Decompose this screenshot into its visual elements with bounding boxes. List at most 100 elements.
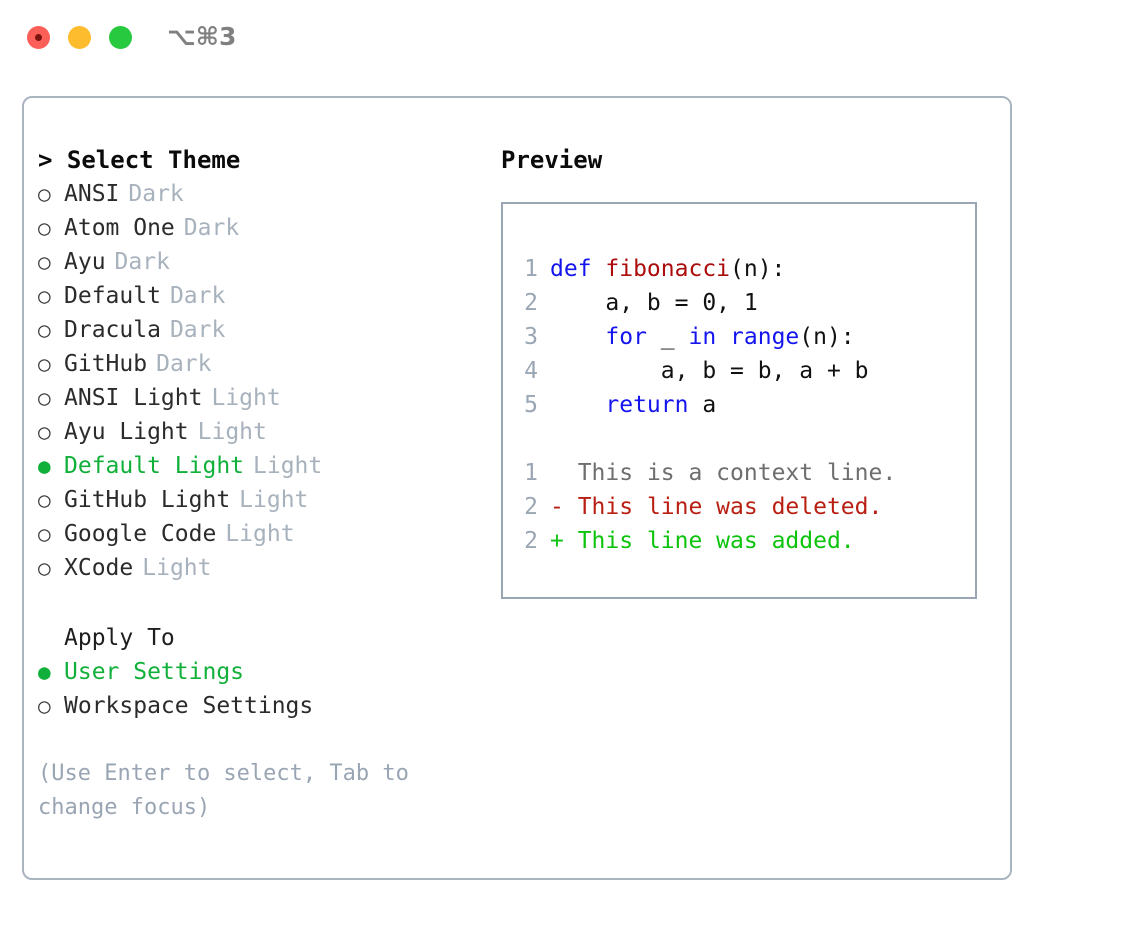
theme-name: Ayu <box>64 249 106 275</box>
line-number: 2 <box>524 290 538 316</box>
line-number: 1 <box>524 256 538 282</box>
code-token <box>550 392 605 418</box>
theme-name: Default Light <box>64 453 245 479</box>
code-token <box>550 324 605 350</box>
radio-unselected-icon[interactable]: ○ <box>38 250 51 274</box>
code-diff-spacer <box>522 422 896 456</box>
radio-unselected-icon[interactable]: ○ <box>38 182 51 206</box>
code-line: 3 for _ in range(n): <box>522 320 896 354</box>
code-line: 5 return a <box>522 388 896 422</box>
theme-name: ANSI Light <box>64 385 203 411</box>
theme-variant-badge: Light <box>197 419 267 445</box>
code-token: (n): <box>799 324 855 350</box>
radio-unselected-icon[interactable]: ○ <box>38 522 51 546</box>
theme-variant-badge: Light <box>253 453 323 479</box>
code-line: 1 def fibonacci(n): <box>522 252 896 286</box>
radio-unselected-icon[interactable]: ○ <box>38 694 51 718</box>
code-token: _ <box>646 324 689 350</box>
theme-list-item[interactable]: ○ GitHub Dark <box>38 347 488 381</box>
preview-header: Preview <box>501 146 603 174</box>
code-token: def <box>550 256 606 282</box>
theme-name: ANSI <box>64 181 120 207</box>
code-token: fibonacci <box>605 256 731 282</box>
code-line: 2 a, b = 0, 1 <box>522 286 896 320</box>
diff-line: 2+ This line was added. <box>522 524 896 558</box>
diff-marker: - <box>550 494 578 520</box>
theme-variant-badge: Dark <box>128 181 184 207</box>
maximize-window-button[interactable] <box>109 26 132 49</box>
theme-list-item[interactable]: ○ Dracula Dark <box>38 313 488 347</box>
radio-unselected-icon[interactable]: ○ <box>38 386 51 410</box>
keyboard-shortcut-label: ⌥⌘3 <box>167 22 237 51</box>
theme-list-item[interactable]: ○ GitHub Light Light <box>38 483 488 517</box>
code-token: a <box>688 392 717 418</box>
radio-unselected-icon[interactable]: ○ <box>38 420 51 444</box>
keyboard-hint-text: (Use Enter to select, Tab to change focu… <box>38 761 409 820</box>
diff-text: This is a context line. <box>577 460 897 486</box>
apply-to-label: User Settings <box>64 659 245 685</box>
theme-list-item[interactable]: ○ Ayu Light Light <box>38 415 488 449</box>
radio-unselected-icon[interactable]: ○ <box>38 352 51 376</box>
apply-to-item[interactable]: ● User Settings <box>38 655 488 689</box>
title-bar: ⌥⌘3 <box>0 0 1140 78</box>
radio-selected-icon[interactable]: ● <box>38 660 51 684</box>
radio-unselected-icon[interactable]: ○ <box>38 216 51 240</box>
theme-name: Ayu Light <box>64 419 189 445</box>
line-number: 5 <box>524 392 538 418</box>
theme-list-item[interactable]: ○ ANSI Dark <box>38 177 488 211</box>
window-controls <box>27 26 132 49</box>
close-window-button[interactable] <box>27 26 50 49</box>
code-token: a, b = 0, 1 <box>550 290 758 316</box>
code-token: for <box>605 324 647 350</box>
code-token: in range <box>688 324 800 350</box>
theme-list-item[interactable]: ○ ANSI Light Light <box>38 381 488 415</box>
diff-marker <box>550 460 578 486</box>
theme-variant-badge: Dark <box>169 317 226 343</box>
minimize-window-button[interactable] <box>68 26 91 49</box>
theme-variant-badge: Dark <box>156 351 212 377</box>
theme-list-item[interactable]: ○ Ayu Dark <box>38 245 488 279</box>
theme-name: GitHub Light <box>64 487 231 513</box>
diff-text: This line was deleted. <box>577 494 883 520</box>
theme-variant-badge: Light <box>239 487 309 513</box>
radio-unselected-icon[interactable]: ○ <box>38 488 51 512</box>
radio-unselected-icon[interactable]: ○ <box>38 318 51 342</box>
theme-variant-badge: Light <box>142 555 212 581</box>
theme-variant-badge: Dark <box>169 283 226 309</box>
select-theme-header: > Select Theme <box>38 146 241 174</box>
line-number: 1 <box>524 460 538 486</box>
section-spacer <box>38 585 488 621</box>
theme-name: GitHub <box>64 351 148 377</box>
theme-name: Default <box>64 283 161 309</box>
code-token: (n): <box>730 256 786 282</box>
theme-variant-badge: Dark <box>114 249 170 275</box>
theme-variant-badge: Light <box>225 521 295 547</box>
radio-unselected-icon[interactable]: ○ <box>38 284 51 308</box>
diff-line: 2- This line was deleted. <box>522 490 896 524</box>
radio-unselected-icon[interactable]: ○ <box>38 556 51 580</box>
line-number: 2 <box>524 494 538 520</box>
theme-variant-badge: Light <box>211 385 281 411</box>
theme-name: Dracula <box>64 317 161 343</box>
apply-to-item[interactable]: ○ Workspace Settings <box>38 689 488 723</box>
theme-name: Atom One <box>64 215 175 241</box>
apply-to-label: Workspace Settings <box>64 693 314 719</box>
apply-to-list: ● User Settings ○ Workspace Settings <box>38 655 488 723</box>
radio-selected-icon[interactable]: ● <box>38 454 51 478</box>
theme-list-item[interactable]: ● Default Light Light <box>38 449 488 483</box>
apply-to-header: Apply To <box>64 625 175 651</box>
line-number: 2 <box>524 528 538 554</box>
theme-list-item[interactable]: ○ Default Dark <box>38 279 488 313</box>
diff-line: 1 This is a context line. <box>522 456 896 490</box>
line-number: 3 <box>524 324 538 350</box>
code-line: 4 a, b = b, a + b <box>522 354 896 388</box>
code-token: return <box>605 392 689 418</box>
